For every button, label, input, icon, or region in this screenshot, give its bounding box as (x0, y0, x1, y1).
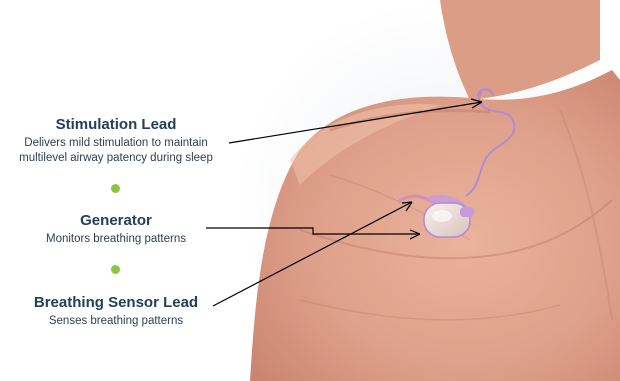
separator-dot (111, 184, 120, 193)
breathing-sensor-lead-desc: Senses breathing patterns (0, 314, 232, 329)
stimulation-lead-label: Stimulation Lead Delivers mild stimulati… (0, 116, 232, 166)
label-panel: Stimulation Lead Delivers mild stimulati… (0, 0, 232, 381)
generator-title: Generator (0, 212, 232, 230)
stimulation-lead-desc-2: multilevel airway patency during sleep (0, 151, 232, 166)
separator-dot (111, 265, 120, 274)
breathing-sensor-lead-title: Breathing Sensor Lead (0, 294, 232, 312)
generator-label: Generator Monitors breathing patterns (0, 212, 232, 247)
stimulation-lead-desc-1: Delivers mild stimulation to maintain (0, 136, 232, 151)
breathing-sensor-lead-label: Breathing Sensor Lead Senses breathing p… (0, 294, 232, 329)
stimulation-lead-title: Stimulation Lead (0, 116, 232, 134)
generator-desc: Monitors breathing patterns (0, 232, 232, 247)
